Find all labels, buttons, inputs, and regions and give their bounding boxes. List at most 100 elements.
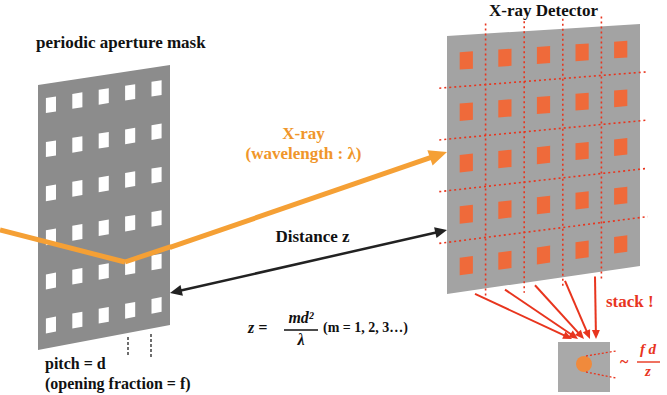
x-ray-beam (170, 150, 447, 247)
pitch-label: pitch = d (45, 355, 106, 373)
distance-arrow-head (170, 285, 183, 296)
distance-arrow (170, 227, 447, 295)
aperture-hole (99, 176, 109, 193)
x-ray-detector-plate (447, 24, 640, 294)
aperture-hole (125, 302, 135, 319)
size-denominator: z (645, 363, 651, 380)
pixel-spot (498, 251, 511, 270)
aperture-hole (152, 167, 162, 184)
pixel-spot (460, 102, 473, 121)
mask-title: periodic aperture mask (36, 33, 206, 53)
grid-line (562, 19, 564, 287)
grid-line (485, 23, 487, 298)
pixel-spot (498, 49, 511, 67)
aperture-hole (152, 124, 162, 140)
aperture-hole (125, 215, 135, 232)
formula-term: z = (248, 319, 267, 337)
stack-arrow (505, 290, 571, 335)
pixel-spot (498, 200, 511, 219)
x-ray-beam-label: X-ray (wavelength : λ) (241, 124, 367, 163)
x-ray-beam-head (427, 150, 447, 165)
pixel-spot (498, 150, 511, 169)
pixel-spot (576, 142, 589, 160)
grid-line (439, 120, 647, 140)
size-leader (586, 351, 616, 356)
aperture-hole (99, 88, 109, 104)
aperture-hole (125, 128, 135, 144)
stacked-image (558, 342, 610, 392)
pixel-spot (537, 46, 550, 64)
pixel-spot (614, 41, 627, 59)
aperture-hole (46, 96, 56, 113)
stack-arrow (565, 281, 587, 332)
pixel-spot (576, 93, 589, 111)
pixel-spot (460, 154, 473, 173)
formula-denominator: λ (297, 331, 304, 349)
stack-label: stack ! (606, 292, 654, 312)
approx-sign: ~ (620, 353, 628, 371)
x-ray-detector-shape (447, 24, 640, 294)
grid-line (439, 72, 647, 88)
aperture-mask-plate (38, 65, 170, 350)
incident-beam (125, 247, 171, 262)
opening-fraction-label: (opening fraction = f) (45, 375, 191, 393)
pixel-spot (614, 138, 627, 156)
pixel-spot (460, 205, 473, 224)
stack-arrowhead (592, 330, 600, 339)
aperture-hole (125, 171, 135, 188)
aperture-hole (46, 317, 56, 334)
fraction-bar (284, 329, 318, 331)
aperture-hole (152, 80, 162, 96)
aperture-hole (125, 84, 135, 100)
aperture-hole (72, 268, 82, 285)
aperture-hole (46, 140, 56, 157)
stacked-spot (576, 356, 592, 372)
aperture-hole (72, 92, 82, 109)
aperture-hole (72, 224, 82, 241)
formula-condition: (m = 1, 2, 3…) (323, 320, 408, 336)
aperture-hole (72, 312, 82, 329)
size-leader (586, 372, 616, 378)
stack-arrowhead (575, 330, 584, 339)
distance-arrow-head (434, 227, 447, 238)
aperture-hole (46, 185, 56, 202)
pixel-spot (537, 96, 550, 114)
pixel-spot (614, 89, 627, 107)
pixel-spot (537, 246, 550, 265)
pixel-spot (576, 240, 589, 259)
stack-arrow (594, 277, 597, 331)
pixel-spot (460, 51, 473, 69)
aperture-mask-shape (38, 65, 170, 350)
grid-line (439, 168, 647, 191)
incident-beam (0, 230, 125, 262)
grid-line (439, 217, 647, 244)
distance-arrow-label: Distance z (272, 227, 352, 247)
aperture-hole (152, 210, 162, 227)
grid-line (601, 17, 603, 282)
pixel-spot (576, 43, 589, 61)
stack-arrowhead (583, 329, 590, 339)
pixel-spot (576, 191, 589, 209)
aperture-hole (99, 132, 109, 149)
pixel-spot (537, 146, 550, 164)
pixel-spot (498, 99, 511, 117)
aperture-mask: periodic aperture mask (38, 65, 170, 350)
formula-numerator: md² (288, 309, 313, 327)
aperture-hole (72, 180, 82, 197)
x-ray-beam-line (170, 157, 432, 247)
aperture-hole (99, 263, 109, 280)
pitch-mark (127, 337, 128, 357)
aperture-hole (152, 297, 162, 314)
stack-arrow (535, 285, 579, 333)
aperture-hole (99, 219, 109, 236)
fraction-bar (637, 361, 660, 362)
pitch-mark (150, 334, 151, 357)
aperture-hole (46, 273, 56, 290)
detector-title: X-ray Detector (489, 1, 598, 21)
aperture-hole (152, 254, 162, 271)
pixel-spot (614, 235, 627, 253)
pixel-spot (537, 196, 550, 215)
x-ray-detector: X-ray Detector (447, 24, 640, 294)
aperture-hole (72, 136, 82, 153)
pixel-spot (614, 187, 627, 205)
